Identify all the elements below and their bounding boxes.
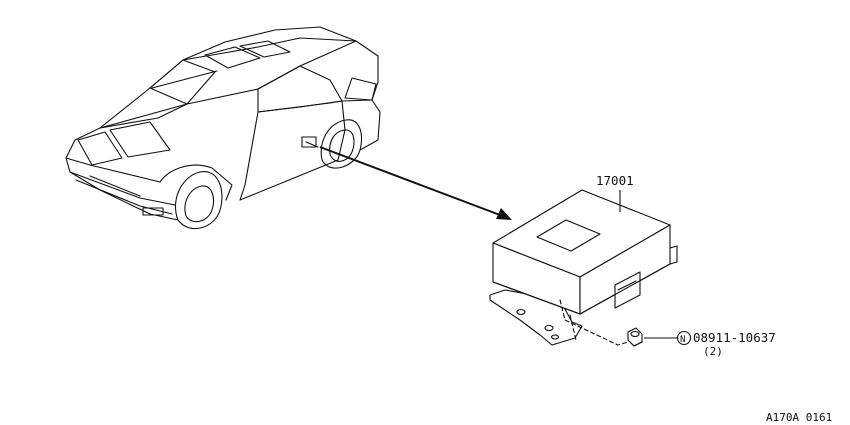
car-illustration <box>65 26 381 230</box>
nut-icon <box>627 327 643 347</box>
figure-code-label: A170A 0161 <box>766 411 832 424</box>
location-arrow <box>319 146 512 220</box>
control-unit-17001 <box>489 189 678 346</box>
nut-quantity-label: (2) <box>703 345 723 358</box>
part-number-label: 17001 <box>596 173 634 188</box>
nut-symbol-letter: N <box>680 335 685 345</box>
nut-symbol-circle <box>676 330 692 346</box>
nut-part-number-label: 08911-10637 <box>693 330 776 345</box>
